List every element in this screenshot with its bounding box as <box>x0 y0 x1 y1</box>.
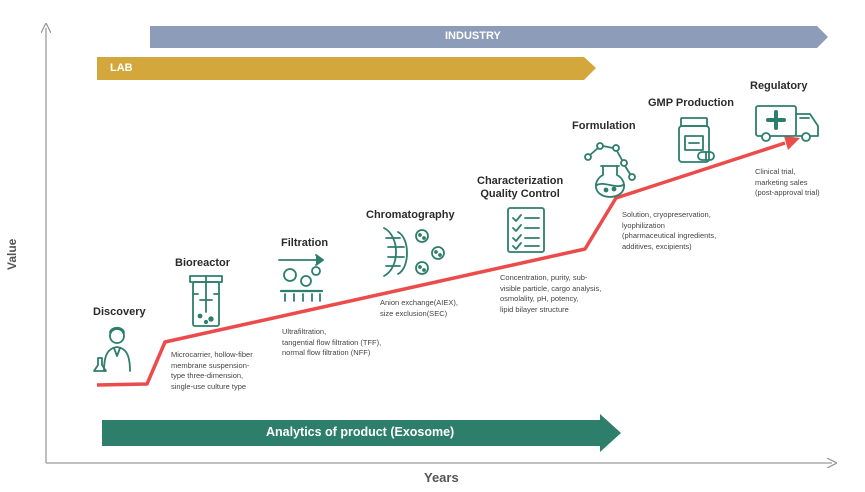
stage-desc-formulation: Solution, cryopreservation, lyophilizati… <box>622 210 717 251</box>
stage-title-filtration: Filtration <box>281 237 329 249</box>
stage-desc-bioreactor: Microcarrier, hollow-fiber membrane susp… <box>171 350 253 391</box>
y-axis-label: Value <box>5 238 19 270</box>
analytics-label: Analytics of product (Exosome) <box>266 425 455 439</box>
ambulance-icon <box>755 105 819 142</box>
checklist-icon <box>507 207 545 253</box>
stage-title-characterization: Characterization Quality Control <box>477 175 564 200</box>
value-trend-line <box>96 141 786 387</box>
stage-title-regulatory: Regulatory <box>750 80 808 92</box>
stage-desc-chromatography: Anion exchange(AIEX), size exclusion(SEC… <box>380 298 458 318</box>
x-axis-label: Years <box>424 470 459 485</box>
chromatography-icon <box>383 227 445 277</box>
stage-desc-filtration: Ultrafiltration, tangential flow filtrat… <box>282 327 382 357</box>
stage-title-bioreactor: Bioreactor <box>175 257 231 269</box>
stage-title-gmp-production: GMP Production <box>648 97 734 109</box>
bioreactor-icon <box>189 275 223 327</box>
industry-label: INDUSTRY <box>445 30 501 42</box>
medicine-bottle-icon <box>678 117 715 163</box>
stage-title-chromatography: Chromatography <box>366 209 455 221</box>
stage-desc-regulatory: Clinical trial, marketing sales (post-ap… <box>755 167 820 197</box>
scientist-icon <box>93 326 131 372</box>
stage-desc-characterization: Concentration, purity, sub- visible part… <box>500 273 602 314</box>
lab-band <box>97 57 596 80</box>
analytics-band <box>102 414 621 452</box>
filter-icon <box>278 254 324 302</box>
trend-arrow-head <box>784 136 800 150</box>
stage-title-discovery: Discovery <box>93 306 146 318</box>
industry-band <box>150 26 828 48</box>
stage-title-formulation: Formulation <box>572 120 636 132</box>
flask-molecule-icon <box>584 142 636 198</box>
lab-label: LAB <box>110 62 133 74</box>
